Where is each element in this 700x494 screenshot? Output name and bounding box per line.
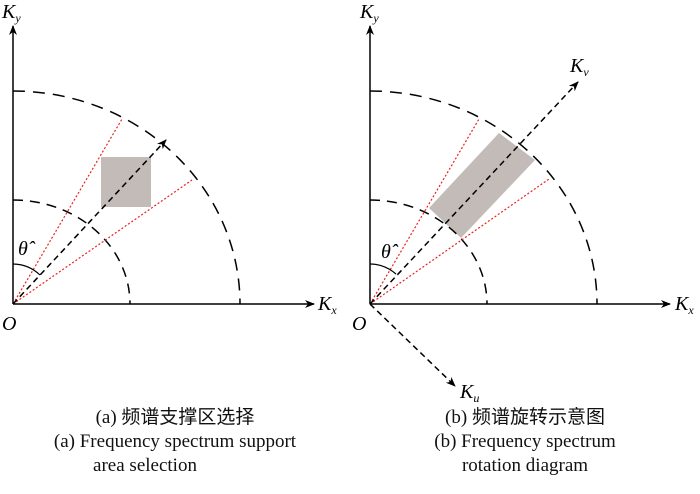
sector-line-lower: [12, 179, 193, 305]
ku-axis: [369, 303, 456, 387]
kv-axis-label: Kv: [569, 55, 589, 79]
ku-axis-label: Ku: [459, 381, 479, 405]
panel-b: Ky Kx Kv Ku O θ̂: [352, 1, 694, 405]
sector-line-lower: [369, 178, 550, 305]
panel-a: Ky Kx O θ̂: [1, 1, 337, 335]
caption-b-en-1: (b) Frequency spectrum: [434, 431, 616, 452]
inner-arc: [369, 199, 488, 305]
caption-b: (b) 频谱旋转示意图 (b) Frequency spectrum rotat…: [350, 406, 700, 478]
kv-axis: [369, 81, 579, 305]
caption-a-cn: (a) 频谱支撑区选择: [95, 407, 255, 428]
outer-arc: [369, 90, 598, 305]
caption-a-en-2: area selection: [93, 455, 197, 476]
x-axis-label: Kx: [317, 293, 337, 317]
angle-label: θ̂: [18, 238, 36, 260]
origin-label: O: [2, 313, 16, 335]
caption-a: (a) 频谱支撑区选择 (a) Frequency spectrum suppo…: [0, 406, 350, 478]
angle-arc: [12, 263, 41, 276]
support-region: [101, 157, 151, 207]
caption-b-cn: (b) 频谱旋转示意图: [445, 407, 605, 428]
caption-a-en-1: (a) Frequency spectrum support: [53, 431, 297, 452]
angle-arc: [369, 263, 397, 275]
angle-label: θ̂: [381, 241, 399, 263]
outer-arc: [12, 90, 241, 305]
x-axis-label: Kx: [674, 293, 694, 317]
origin-label: O: [352, 313, 366, 335]
y-axis-label: Ky: [1, 1, 21, 25]
caption-b-en-2: rotation diagram: [461, 455, 589, 476]
inner-arc: [12, 199, 131, 305]
direction-arrow: [12, 139, 167, 305]
y-axis-label: Ky: [359, 1, 379, 25]
